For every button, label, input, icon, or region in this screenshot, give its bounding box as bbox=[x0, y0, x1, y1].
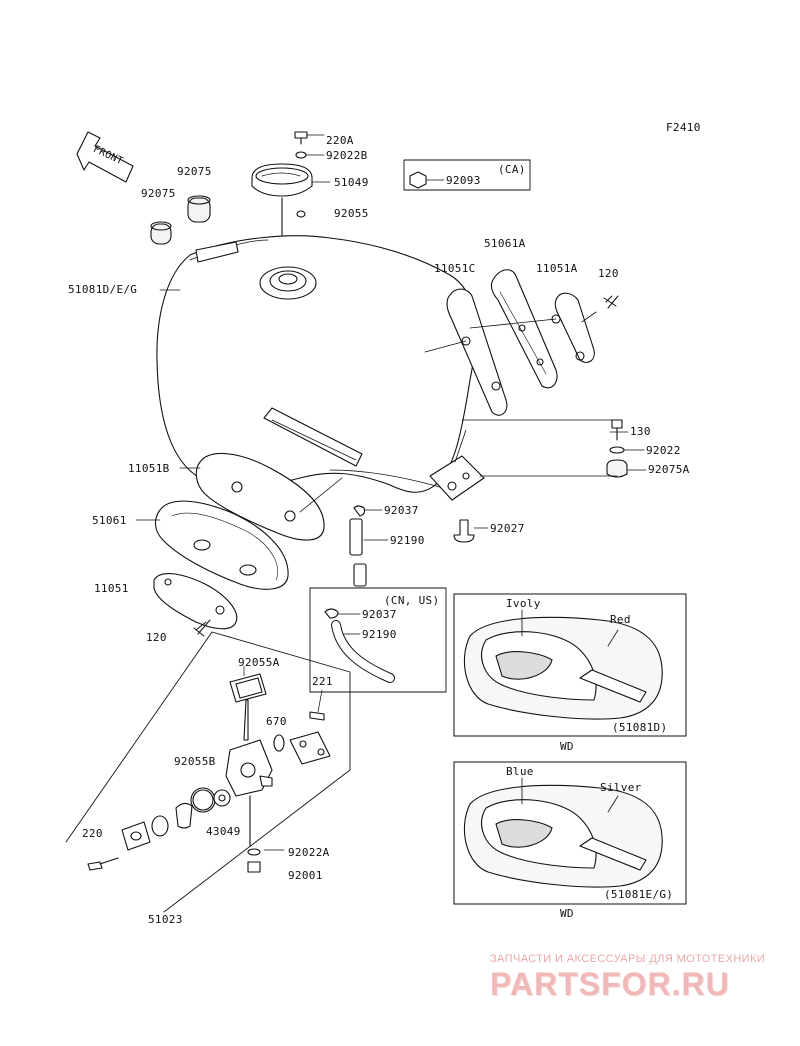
part-label-92075-b[interactable]: 92075 bbox=[141, 187, 176, 200]
part-label-92055[interactable]: 92055 bbox=[334, 207, 369, 220]
fuel-petcock-assembly bbox=[65, 631, 351, 913]
left-emblem-parts bbox=[153, 452, 343, 637]
part-label-92037[interactable]: 92037 bbox=[384, 504, 419, 517]
part-label-120-top[interactable]: 120 bbox=[598, 267, 619, 280]
part-label-92022a[interactable]: 92022A bbox=[288, 846, 330, 859]
fuel-tank-body bbox=[156, 235, 485, 501]
breather-hoses bbox=[309, 505, 447, 693]
part-label-43049[interactable]: 43049 bbox=[206, 825, 241, 838]
part-label-92190-cnus[interactable]: 92190 bbox=[362, 628, 397, 641]
part-label-92001[interactable]: 92001 bbox=[288, 869, 323, 882]
part-label-51081deg[interactable]: 51081D/E/G bbox=[68, 283, 138, 296]
color-variant-tank-1 bbox=[463, 609, 663, 720]
color-panel-2-caption: WD bbox=[560, 907, 574, 920]
right-emblem-parts bbox=[424, 269, 619, 416]
part-label-92075a[interactable]: 92075A bbox=[648, 463, 690, 476]
ca-box-frame bbox=[403, 159, 531, 191]
part-label-92037-cnus[interactable]: 92037 bbox=[362, 608, 397, 621]
color-panel-1-caption: WD bbox=[560, 740, 574, 753]
cn-us-box-region: (CN, US) bbox=[384, 594, 440, 607]
color-panel-2-code: (51081E/G) bbox=[604, 888, 674, 901]
part-label-92027[interactable]: 92027 bbox=[490, 522, 525, 535]
rear-mount-hardware bbox=[453, 419, 628, 543]
part-label-11051b[interactable]: 11051B bbox=[128, 462, 170, 475]
part-label-11051c[interactable]: 11051C bbox=[434, 262, 476, 275]
color-label-ivoly: Ivoly bbox=[506, 597, 541, 610]
color-label-blue: Blue bbox=[506, 765, 534, 778]
color-panel-1-code: (51081D) bbox=[612, 721, 668, 734]
color-label-silver: Silver bbox=[600, 781, 642, 794]
part-label-120-bottom[interactable]: 120 bbox=[146, 631, 167, 644]
ca-box-region: (CA) bbox=[498, 163, 526, 176]
watermark-logo: PARTSFOR.RU bbox=[490, 966, 730, 1002]
part-label-220a[interactable]: 220A bbox=[326, 134, 354, 147]
damper-rubbers bbox=[150, 195, 211, 245]
part-label-51049[interactable]: 51049 bbox=[334, 176, 369, 189]
part-label-51061a[interactable]: 51061A bbox=[484, 237, 526, 250]
part-label-92022b[interactable]: 92022B bbox=[326, 149, 368, 162]
color-variant-tank-2 bbox=[463, 777, 663, 888]
part-label-92055a[interactable]: 92055A bbox=[238, 656, 280, 669]
part-label-670[interactable]: 670 bbox=[266, 715, 287, 728]
part-label-130[interactable]: 130 bbox=[630, 425, 651, 438]
part-label-51061[interactable]: 51061 bbox=[92, 514, 127, 527]
ca-nut-icon bbox=[409, 171, 427, 189]
part-label-220[interactable]: 220 bbox=[82, 827, 103, 840]
part-label-92022[interactable]: 92022 bbox=[646, 444, 681, 457]
part-label-92190[interactable]: 92190 bbox=[390, 534, 425, 547]
part-label-11051[interactable]: 11051 bbox=[94, 582, 129, 595]
figure-code: F2410 bbox=[666, 121, 701, 134]
color-panel-frames bbox=[453, 593, 687, 905]
part-label-92055b[interactable]: 92055B bbox=[174, 755, 216, 768]
color-label-red: Red bbox=[610, 613, 631, 626]
part-label-92075-a[interactable]: 92075 bbox=[177, 165, 212, 178]
part-label-221[interactable]: 221 bbox=[312, 675, 333, 688]
part-label-11051a[interactable]: 11051A bbox=[536, 262, 578, 275]
front-arrow-icon bbox=[76, 131, 134, 183]
part-label-92093[interactable]: 92093 bbox=[446, 174, 481, 187]
part-label-51023[interactable]: 51023 bbox=[148, 913, 183, 926]
watermark-tagline: ЗАПЧАСТИ И АКСЕССУАРЫ ДЛЯ МОТОТЕХНИКИ bbox=[490, 953, 766, 965]
leader-lines bbox=[135, 134, 647, 851]
